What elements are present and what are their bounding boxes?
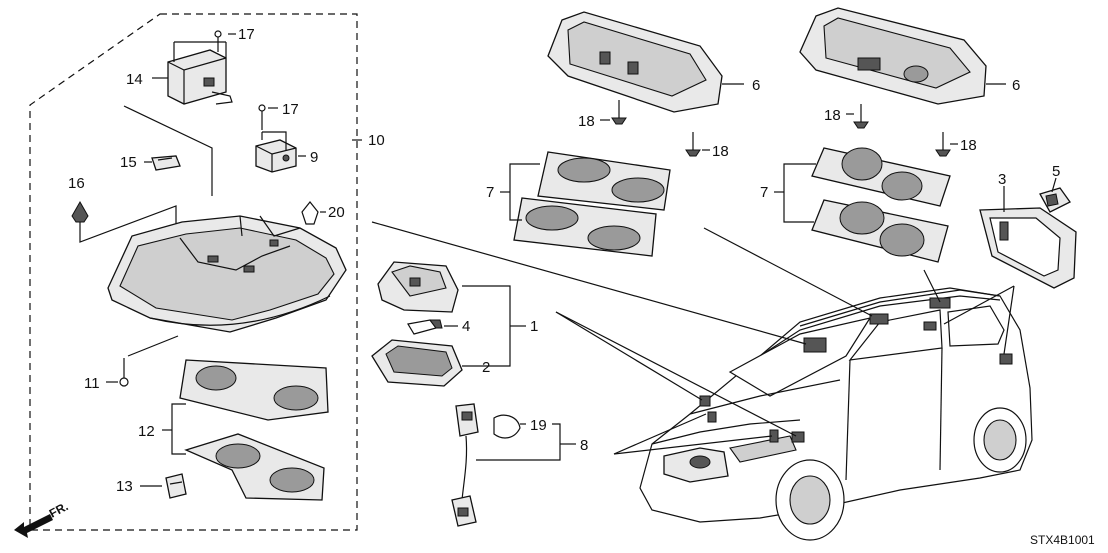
part-7-right-frame-upper	[811, 147, 951, 207]
callout-13: 13	[116, 478, 133, 495]
part-3-frame	[979, 207, 1077, 289]
callout-7-left: 7	[486, 184, 494, 201]
callout-5: 5	[1052, 163, 1060, 180]
part-12-lens-upper	[179, 359, 329, 421]
part-18-screw-c	[853, 104, 869, 129]
callout-6-left: 6	[752, 77, 760, 94]
callout-17-mid: 17	[282, 101, 299, 118]
part-17-screw-top	[214, 30, 222, 52]
callout-7-right: 7	[760, 184, 768, 201]
callout-20: 20	[328, 204, 345, 221]
lamp-spot-door-b	[707, 411, 717, 423]
callout-14: 14	[126, 71, 143, 88]
part-2-lens	[371, 339, 463, 387]
part-6-right-housing	[799, 7, 1006, 105]
callout-17-top: 17	[238, 26, 255, 43]
part-9-switch	[255, 139, 297, 173]
part-4-bulb	[407, 319, 443, 335]
part-7-right-frame-lower	[811, 199, 949, 263]
callout-2: 2	[482, 359, 490, 376]
part-12-lens-lower	[184, 433, 325, 501]
lamp-spot-roof-rear	[929, 297, 951, 309]
part-8-harness	[451, 403, 479, 527]
part-19-clip	[493, 414, 521, 439]
callout-18-a: 18	[578, 113, 595, 130]
part-7-left-frame-lower	[513, 197, 657, 257]
part-17-screw-mid	[258, 104, 266, 130]
diagram-code: STX4B1001	[1030, 533, 1095, 547]
callout-18-b: 18	[712, 143, 729, 160]
callout-10: 10	[368, 132, 385, 149]
callout-1: 1	[530, 318, 538, 335]
lamp-spot-door-a	[699, 395, 711, 407]
part-18-screw-a	[611, 100, 627, 125]
part-14-control-unit	[167, 49, 233, 105]
callout-15: 15	[120, 154, 137, 171]
lamp-spot-roof-front	[803, 337, 827, 353]
part-11-screw	[119, 358, 129, 387]
part-6-left-housing	[547, 11, 744, 113]
part-18-screw-d	[935, 132, 951, 157]
part-13-bracket	[165, 473, 187, 499]
callout-19: 19	[530, 417, 547, 434]
callout-12: 12	[138, 423, 155, 440]
direction-arrow-icon	[14, 514, 53, 538]
part-16-clip	[71, 200, 89, 223]
lamp-spot-rear	[999, 353, 1013, 365]
part-1-lamp-housing	[377, 261, 459, 313]
main-housing	[107, 215, 347, 333]
part-18-screw-b	[685, 132, 701, 157]
lamp-spot-cargo	[923, 321, 937, 331]
vehicle-illustration	[639, 287, 1033, 541]
callout-4: 4	[462, 318, 470, 335]
callout-18-c: 18	[824, 107, 841, 124]
callout-16: 16	[68, 175, 85, 192]
part-5-clip	[1039, 187, 1071, 213]
callout-9: 9	[310, 149, 318, 166]
lamp-spot-door-d	[791, 431, 805, 443]
callout-18-d: 18	[960, 137, 977, 154]
part-20-fastener	[301, 201, 319, 225]
callout-3: 3	[998, 171, 1006, 188]
direction-indicator: FR.	[14, 499, 70, 538]
callout-8: 8	[580, 437, 588, 454]
assembly-boundary	[29, 13, 358, 531]
lamp-spot-roof-mid	[869, 313, 889, 325]
callout-6-right: 6	[1012, 77, 1020, 94]
part-15-clip	[151, 155, 181, 171]
callout-11: 11	[84, 375, 100, 392]
part-7-left-frame-upper	[537, 151, 671, 211]
